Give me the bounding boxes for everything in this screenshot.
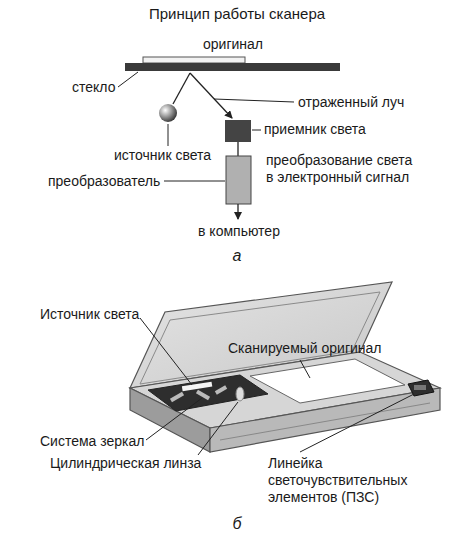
part-label: Система зеркал: [40, 433, 145, 450]
leader-line: [164, 181, 225, 182]
reflected-ray: [190, 73, 232, 118]
part-label: стекло: [72, 79, 115, 96]
leader-line: [198, 402, 238, 455]
light-source: [159, 104, 177, 122]
body-seam: [220, 403, 430, 440]
leader-line: [140, 318, 192, 385]
part-label: преобразование света в электронный сигна…: [266, 152, 418, 186]
cylindrical-lens: [236, 387, 244, 401]
lamp: [182, 382, 212, 392]
ccd-compartment: [408, 380, 434, 396]
part-label: Сканируемый оригинал: [228, 340, 382, 357]
leader-line: [168, 124, 169, 146]
mirror: [215, 385, 227, 394]
part-label: источник света: [114, 147, 211, 164]
leader-line: [252, 130, 261, 131]
interior-cutaway: [148, 375, 268, 411]
part-label: в компьютер: [198, 223, 280, 240]
original-sheet: [143, 57, 245, 63]
leader-line: [300, 360, 310, 378]
output-arrow: [237, 204, 238, 219]
incident-ray: [173, 73, 190, 104]
leader-line: [300, 394, 414, 452]
converter: [226, 156, 251, 204]
part-label: преобразователь: [48, 173, 160, 190]
glass-plate: [125, 63, 340, 71]
figure-letter: б: [233, 515, 242, 532]
wire: [237, 142, 238, 156]
mirror: [170, 392, 184, 402]
part-label: Источник света: [40, 306, 139, 323]
mirror: [196, 390, 210, 400]
part-label: Линейка светочувствительных элементов (П…: [268, 455, 448, 506]
leader-line: [118, 72, 138, 87]
part-label: приемник света: [264, 121, 366, 138]
diagram-title: Принцип работы сканера: [149, 5, 325, 22]
figure-letter: а: [233, 247, 242, 264]
part-label: Цилиндрическая линза: [50, 455, 201, 472]
scanned-sheet: [250, 359, 405, 403]
principle-scheme: [118, 57, 340, 219]
leader-line: [146, 398, 202, 440]
part-label: оригинал: [203, 36, 263, 53]
light-receiver: [225, 120, 251, 142]
part-label: отраженный луч: [298, 94, 404, 111]
ccd-array: [414, 385, 426, 390]
leader-line: [214, 99, 294, 102]
scanner-drawing: [130, 282, 440, 455]
